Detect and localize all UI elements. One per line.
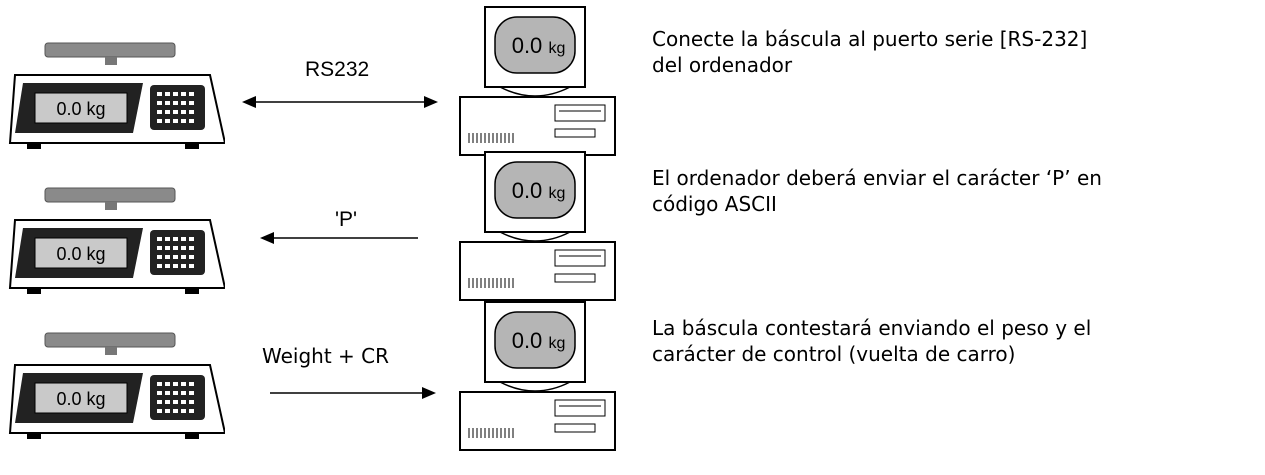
description-line: del ordenador [652,53,793,77]
step-description: El ordenador deberá enviar el carácter ‘… [652,165,1252,217]
scale-display-text: 0.0 kg [56,99,105,119]
step-description: Conecte la báscula al puerto serie [RS-2… [652,26,1252,78]
description-line: Conecte la báscula al puerto serie [RS-2… [652,27,1088,51]
weighing-scale-icon: 0.0 kg [8,332,225,439]
computer-icon: 0.0 kg [459,301,616,451]
monitor-unit-text: kg [549,40,566,57]
scale-display-text: 0.0 kg [56,389,105,409]
monitor-value-text: 0.0 [512,33,543,58]
step-description: La báscula contestará enviando el peso y… [652,315,1252,367]
computer-icon: 0.0 kg [459,151,616,301]
computer-icon: 0.0 kg [459,6,616,156]
description-line: código ASCII [652,192,777,216]
description-line: carácter de control (vuelta de carro) [652,342,1016,366]
monitor-unit-text: kg [549,185,566,202]
arrow-label: RS232 [305,58,370,81]
arrow-label: 'P' [335,208,358,231]
monitor-value-text: 0.0 [512,328,543,353]
description-line: La báscula contestará enviando el peso y… [652,316,1092,340]
arrow-label: Weight + CR [262,344,390,368]
monitor-unit-text: kg [549,335,566,352]
monitor-value-text: 0.0 [512,178,543,203]
weighing-scale-icon: 0.0 kg [8,42,225,149]
left-arrow-icon [260,232,418,244]
scale-display-text: 0.0 kg [56,244,105,264]
right-arrow-icon [270,387,436,399]
description-line: El ordenador deberá enviar el carácter ‘… [652,166,1102,190]
weighing-scale-icon: 0.0 kg [8,187,225,294]
bidirectional-arrow-icon [242,96,438,108]
